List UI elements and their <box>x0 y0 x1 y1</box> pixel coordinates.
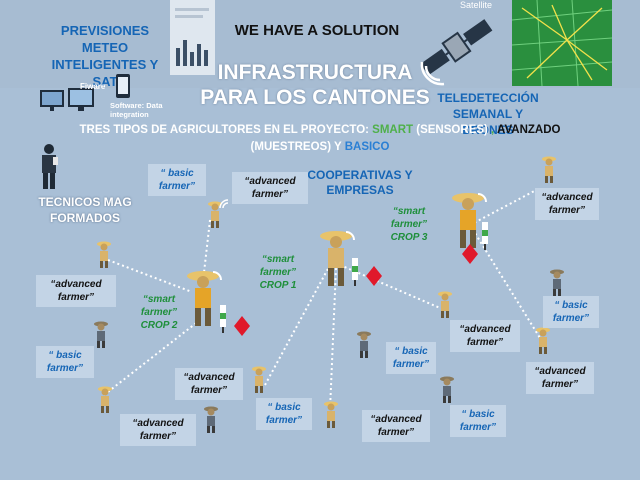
label-advanced-farmer: “advanced farmer” <box>175 368 243 400</box>
farmer-icon <box>322 400 340 428</box>
tecnicos-heading: TECNICOS MAG FORMADOS <box>38 195 132 225</box>
farmer-icon <box>96 385 114 413</box>
label-advanced-farmer: “advanced farmer” <box>232 172 308 204</box>
subtitle-line2: (MUESTREOS) Y BASICO <box>0 139 640 156</box>
subtitle-smart-note: (SENSORES) <box>413 124 492 136</box>
label-smart-farmer-crop1: “smart farmer” CROP 1 <box>259 254 297 291</box>
farmer-icon <box>548 268 566 296</box>
subtitle-advanced: AVANZADO <box>497 124 561 136</box>
fiware-label: Fiware <box>80 82 106 91</box>
sensor-icon <box>350 258 360 286</box>
cooperativas-heading: COOPERATIVAS Y EMPRESAS <box>307 168 413 197</box>
label-advanced-farmer: “advanced farmer” <box>362 410 430 442</box>
subtitle-basic: BASICO <box>344 141 390 153</box>
label-advanced-farmer: “advanced farmer” <box>526 362 594 394</box>
label-advanced-farmer: “advanced farmer” <box>36 275 116 307</box>
diamond-icon <box>366 266 382 286</box>
label-basic-farmer: “ basic farmer” <box>256 398 312 430</box>
label-smart-farmer-crop3: “smart farmer” CROP 3 <box>390 206 428 243</box>
diamond-icon <box>462 244 478 264</box>
solution-heading: WE HAVE A SOLUTION <box>234 22 400 39</box>
farmer-icon <box>438 375 456 403</box>
chart-thumbnail <box>170 0 215 75</box>
subtitle-line2-note: (MUESTREOS) Y <box>250 141 345 153</box>
label-basic-farmer: “ basic farmer” <box>36 346 94 378</box>
meteo-heading: PREVISIONES METEO INTELIGENTES Y SAT <box>51 23 159 89</box>
label-advanced-farmer: “advanced farmer” <box>120 414 196 446</box>
satellite-label: Satellite <box>460 0 493 10</box>
sensor-icon <box>480 222 490 250</box>
devices-illustration <box>38 72 178 120</box>
smart-farmer-icon <box>185 268 225 330</box>
label-basic-farmer: “ basic farmer” <box>450 405 506 437</box>
farmer-icon <box>436 290 454 318</box>
person-icon <box>38 143 60 191</box>
label-basic-farmer: “ basic farmer” <box>386 342 436 374</box>
label-basic-farmer: “ basic farmer” <box>148 164 206 196</box>
map-thumbnail <box>512 0 612 86</box>
teledeteccion-heading: TELEDETECCIÓN SEMANAL Y DRONES <box>437 91 539 137</box>
farmer-icon <box>250 365 268 393</box>
farmer-icon <box>95 240 113 268</box>
farmer-icon <box>534 326 552 354</box>
satellite-icon <box>412 8 502 88</box>
monitor-icon <box>40 88 94 111</box>
smart-farmer-icon <box>450 190 490 252</box>
subtitle: TRES TIPOS DE AGRICULTORES EN EL PROYECT… <box>0 122 640 156</box>
farmer-icon <box>355 330 373 358</box>
diamond-icon <box>234 316 250 336</box>
label-advanced-farmer: “advanced farmer” <box>535 188 599 220</box>
farmer-icon <box>92 320 110 348</box>
farmer-icon <box>540 155 558 183</box>
main-title: INFRASTRUCTURA PARA LOS CANTONES <box>190 60 440 110</box>
subtitle-line1: TRES TIPOS DE AGRICULTORES EN EL PROYECT… <box>0 122 640 139</box>
main-title-line2: PARA LOS CANTONES <box>200 86 430 109</box>
farmer-icon <box>206 200 224 228</box>
subtitle-comma: , <box>491 124 497 136</box>
label-advanced-farmer: “advanced farmer” <box>450 320 520 352</box>
phone-icon <box>116 74 130 98</box>
software-label: Software: Data integration <box>110 101 163 119</box>
label-smart-farmer-crop2: “smart farmer” CROP 2 <box>140 294 178 331</box>
subtitle-smart: SMART <box>372 124 414 136</box>
smart-farmer-icon <box>318 228 358 290</box>
main-title-line1: INFRASTRUCTURA <box>217 61 413 84</box>
sensor-icon <box>218 305 228 333</box>
label-basic-farmer: “ basic farmer” <box>543 296 599 328</box>
farmer-icon <box>202 405 220 433</box>
subtitle-prefix: TRES TIPOS DE AGRICULTORES EN EL PROYECT… <box>79 124 373 136</box>
wifi-signal-icon <box>218 198 230 210</box>
